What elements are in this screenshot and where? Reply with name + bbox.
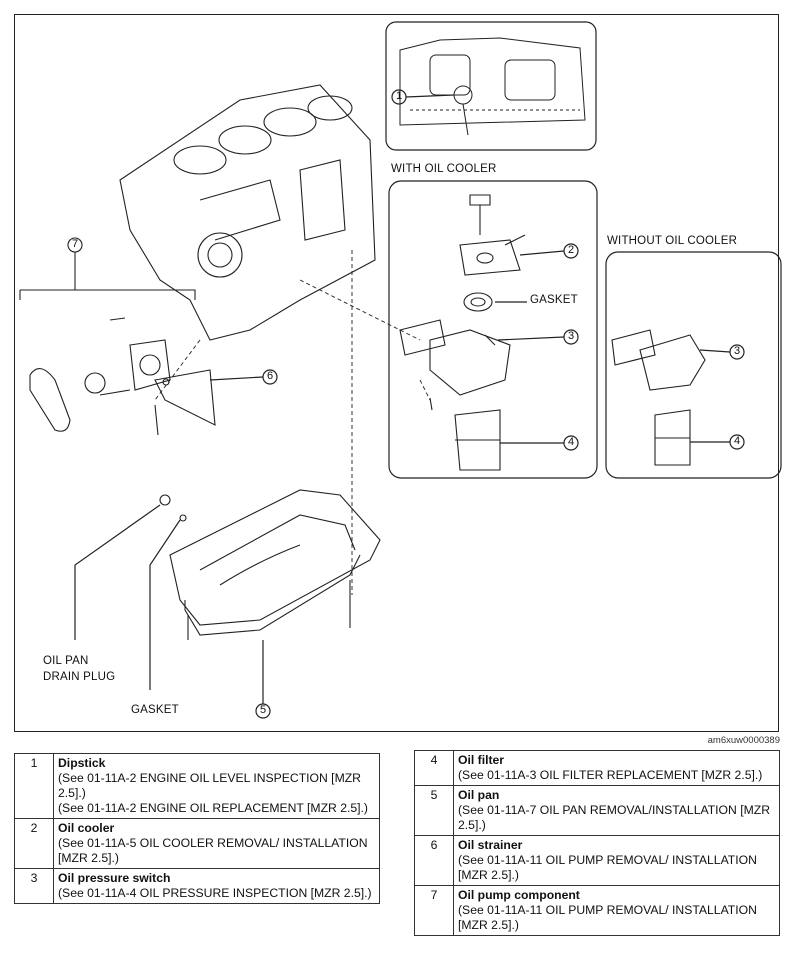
callout-4b: 4 — [734, 435, 741, 447]
part-description: Oil pan(See 01-11A-7 OIL PAN REMOVAL/INS… — [453, 785, 780, 836]
callout-4a: 4 — [568, 436, 575, 448]
callout-5: 5 — [260, 704, 267, 716]
part-name: Oil pressure switch — [58, 871, 171, 885]
diagram-frame — [14, 14, 779, 732]
part-reference: (See 01-11A-3 OIL FILTER REPLACEMENT [MZ… — [458, 768, 763, 782]
part-reference: (See 01-11A-7 OIL PAN REMOVAL/INSTALLATI… — [458, 803, 770, 832]
figure-reference-code: am6xuw0000389 — [707, 735, 780, 746]
callout-1: 1 — [396, 90, 403, 102]
without-oil-cooler-box — [605, 251, 782, 479]
without-oil-cooler-label: WITHOUT OIL COOLER — [607, 235, 738, 247]
part-number: 4 — [414, 750, 454, 786]
part-number: 6 — [414, 835, 454, 886]
with-oil-cooler-label: WITH OIL COOLER — [391, 163, 497, 175]
dipstick-inset-box — [385, 21, 597, 151]
part-name: Oil filter — [458, 753, 505, 767]
part-description: Oil pressure switch(See 01-11A-4 OIL PRE… — [53, 868, 380, 904]
callout-7: 7 — [72, 238, 79, 250]
part-description: Oil pump component(See 01-11A-11 OIL PUM… — [453, 885, 780, 936]
part-name: Dipstick — [58, 756, 106, 770]
with-oil-cooler-box — [388, 180, 598, 479]
engine-block — [119, 84, 376, 341]
gasket-cooler-label: GASKET — [530, 294, 578, 306]
part-reference: (See 01-11A-4 OIL PRESSURE INSPECTION [M… — [58, 886, 372, 900]
callout-3a: 3 — [568, 330, 575, 342]
part-description: Oil cooler(See 01-11A-5 OIL COOLER REMOV… — [53, 818, 380, 869]
part-number: 2 — [14, 818, 54, 869]
part-description: Oil strainer(See 01-11A-11 OIL PUMP REMO… — [453, 835, 780, 886]
callout-2: 2 — [568, 244, 575, 256]
part-reference: (See 01-11A-11 OIL PUMP REMOVAL/ INSTALL… — [458, 903, 757, 932]
part-reference: (See 01-11A-5 OIL COOLER REMOVAL/ INSTAL… — [58, 836, 368, 865]
gasket-plug-label: GASKET — [131, 704, 179, 716]
oil-pan — [159, 489, 381, 640]
part-reference: (See 01-11A-2 ENGINE OIL REPLACEMENT [MZ… — [58, 801, 368, 815]
no-cooler-parts — [611, 329, 706, 466]
callout-6: 6 — [267, 370, 274, 382]
part-reference: (See 01-11A-2 ENGINE OIL LEVEL INSPECTIO… — [58, 771, 361, 800]
part-name: Oil strainer — [458, 838, 523, 852]
drain-plug-label-line1: OIL PAN — [43, 655, 89, 667]
part-number: 5 — [414, 785, 454, 836]
part-description: Oil filter(See 01-11A-3 OIL FILTER REPLA… — [453, 750, 780, 786]
part-name: Oil pump component — [458, 888, 580, 902]
part-description: Dipstick(See 01-11A-2 ENGINE OIL LEVEL I… — [53, 753, 380, 819]
drain-plug-label-line2: DRAIN PLUG — [43, 671, 116, 683]
part-number: 3 — [14, 868, 54, 904]
oil-pump-assembly — [19, 237, 216, 436]
part-reference: (See 01-11A-11 OIL PUMP REMOVAL/ INSTALL… — [458, 853, 757, 882]
part-number: 1 — [14, 753, 54, 819]
dipstick-inset-art — [399, 37, 586, 136]
oil-cooler-parts — [399, 194, 526, 471]
part-name: Oil cooler — [58, 821, 115, 835]
part-name: Oil pan — [458, 788, 500, 802]
part-number: 7 — [414, 885, 454, 936]
callout-3b: 3 — [734, 345, 741, 357]
